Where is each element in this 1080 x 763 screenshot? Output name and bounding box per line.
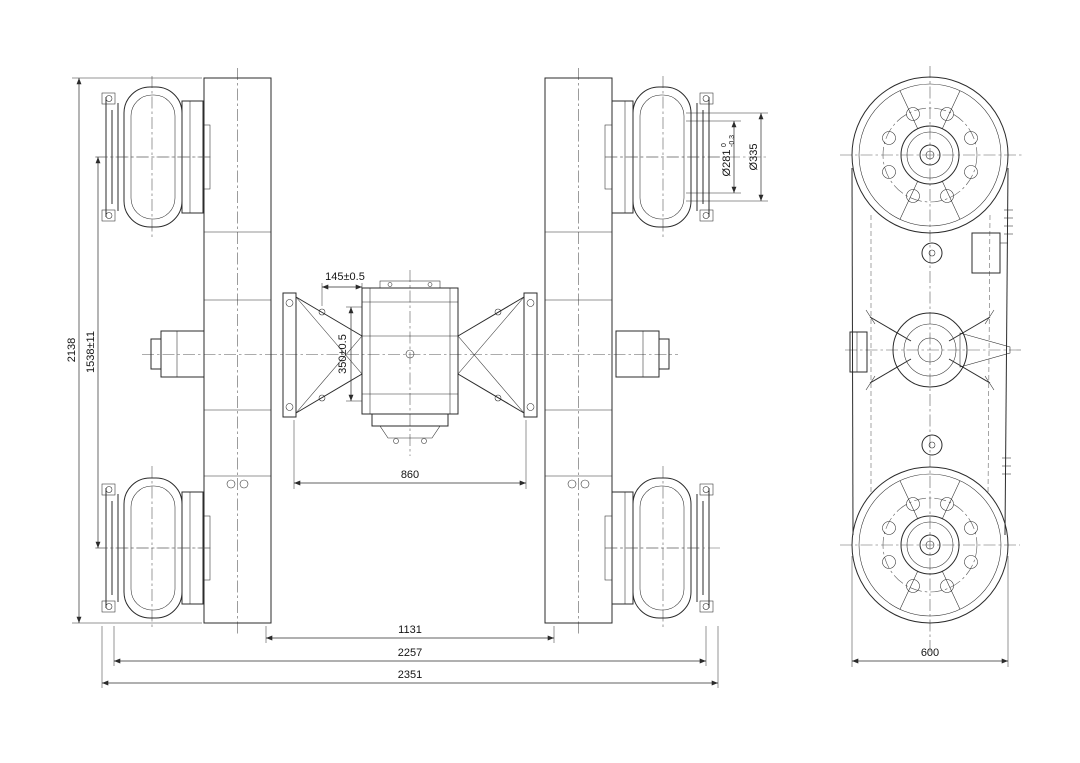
dim-bracket-hole-spacing: 350±0.5: [337, 306, 362, 402]
front-view-centerlines: [96, 68, 768, 636]
dim-overall-width: 2351: [101, 626, 719, 688]
dim-label-860: 860: [401, 469, 419, 481]
side-centre-hub: [865, 309, 1011, 391]
dim-label-281-tol-lo: -0.3: [729, 135, 736, 147]
dim-label-2257: 2257: [398, 647, 422, 659]
dim-label-2351: 2351: [398, 669, 422, 681]
dim-label-2138: 2138: [66, 338, 78, 362]
dim-label-281-tol-hi: 0: [721, 143, 728, 147]
dim-side-width: 600: [851, 556, 1009, 667]
dim-wheel-base-vertical: 1538±11: [85, 157, 101, 548]
dim-inner-width: 1131: [265, 624, 555, 643]
dim-outer-frame-width: 2257: [113, 626, 707, 666]
wheel-unit-bottom-right: [602, 477, 721, 619]
axle-stub-right: [615, 330, 670, 378]
dim-label-281: Ø281: [721, 150, 733, 177]
dim-wheel-diameter: Ø335: [686, 112, 768, 202]
front-view: 2138 1538±11 145±0.5 350±0.5: [66, 68, 768, 688]
dim-overall-height: 2138: [66, 77, 202, 624]
dim-hub-diameter: Ø281 0 -0.3: [686, 120, 741, 194]
side-view: 600: [840, 66, 1022, 667]
central-gearbox: [361, 280, 459, 444]
dim-label-600: 600: [921, 647, 939, 659]
dim-label-1131: 1131: [398, 624, 422, 636]
side-fittings: [849, 209, 1013, 475]
dim-label-350: 350±0.5: [337, 334, 349, 374]
gearbox-bracket-left: [282, 292, 363, 418]
axle-stub-left: [150, 330, 205, 378]
dim-gearbox-mount-width: 860: [293, 420, 527, 489]
side-view-centerlines: [840, 66, 1022, 652]
dim-label-335: Ø335: [748, 144, 760, 171]
dim-label-1538: 1538±11: [85, 331, 97, 373]
gearbox-bracket-right: [457, 292, 538, 418]
dim-label-145: 145±0.5: [325, 271, 365, 283]
dim-bracket-offset: 145±0.5: [321, 271, 365, 306]
side-housing: [851, 167, 1009, 536]
